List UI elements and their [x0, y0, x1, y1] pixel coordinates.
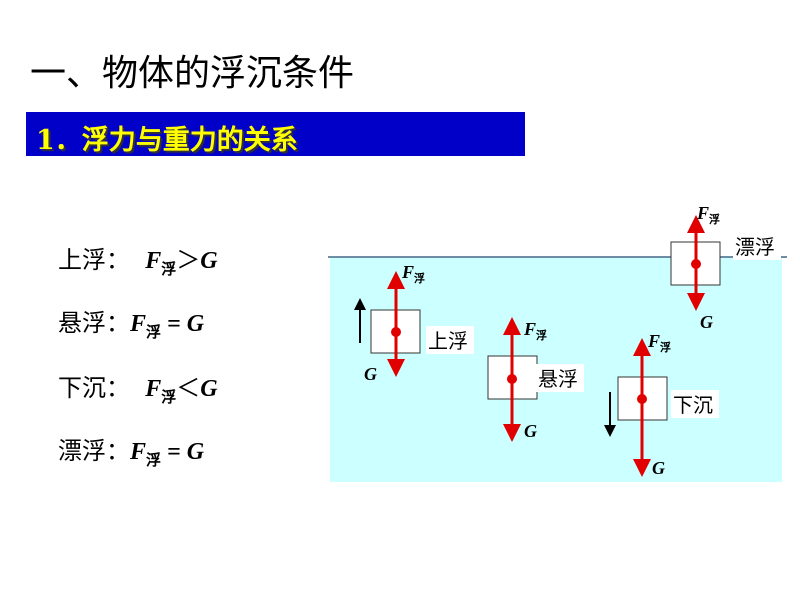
gravity-label: G [364, 364, 377, 384]
center-dot [691, 259, 701, 269]
section-title: 1．浮力与重力的关系 [36, 125, 298, 156]
gravity-label: G [524, 421, 537, 441]
state-label: 上浮 [428, 329, 468, 353]
label-bg [536, 364, 584, 392]
relation-sink: 下沉： F浮＜G [58, 374, 218, 406]
label-bg [671, 390, 719, 418]
relation-suspend: 悬浮：F浮 = G [58, 309, 205, 341]
relation-rise: 上浮： F浮＞G [58, 246, 218, 278]
label-bg [733, 232, 781, 260]
center-dot [637, 394, 647, 404]
state-label: 漂浮 [735, 235, 775, 259]
center-dot [391, 327, 401, 337]
object-float: 漂浮 F浮 G [670, 203, 781, 332]
state-label: 下沉 [673, 393, 713, 417]
relation-float: 漂浮：F浮 = G [58, 437, 205, 469]
label-bg [426, 326, 474, 354]
center-dot [507, 374, 517, 384]
gravity-label: G [700, 312, 713, 332]
gravity-label: G [652, 458, 665, 478]
section-banner: 1．浮力与重力的关系 [26, 112, 525, 156]
force-up-label: F浮 [696, 203, 720, 226]
state-label: 悬浮 [538, 367, 578, 391]
slide-title: 一、物体的浮沉条件 [30, 53, 355, 94]
